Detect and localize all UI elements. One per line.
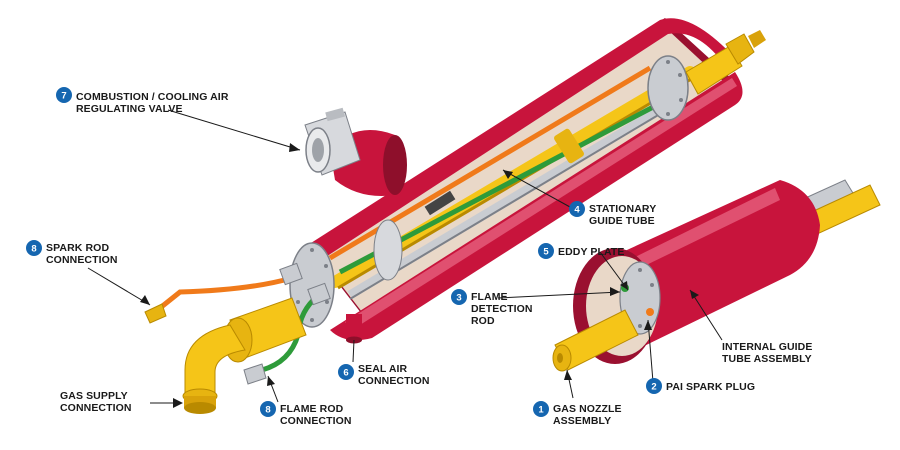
rear-flange: [647, 55, 689, 121]
callout-5-eddy-plate: 5 EDDY PLATE: [538, 243, 625, 259]
callout-1-gas-nozzle: 1 GAS NOZZLE ASSEMBLY: [533, 401, 622, 427]
steel-rod: [347, 94, 683, 299]
spark-rod-nut: [279, 262, 303, 286]
callout-label-line: GAS SUPPLY: [60, 390, 128, 402]
guide-bracket: [424, 190, 456, 216]
flame-rod-nut: [307, 282, 331, 306]
spark-rod-external: [157, 275, 295, 311]
callout-label-line: PAI SPARK PLUG: [666, 381, 755, 393]
guide-collar: [554, 128, 584, 164]
callout-label-line: FLAME: [471, 291, 508, 303]
guide-tube-top-edge: [300, 18, 735, 262]
callout-number: 4: [574, 205, 580, 216]
internal-guide-tube-assembly: [552, 179, 881, 372]
callout-label-line: COMBUSTION / COOLING AIR: [76, 91, 229, 103]
callout-2-pai-spark-plug: 2 PAI SPARK PLUG: [646, 378, 755, 394]
callout-label-line: FLAME ROD: [280, 403, 344, 415]
callout-label-line: DETECTION: [471, 303, 533, 315]
internal-support-plate: [373, 219, 403, 281]
callout-8-flame-rod: 8 FLAME ROD CONNECTION: [260, 401, 352, 427]
callout-number: 3: [456, 293, 461, 304]
callout-label-line: TUBE ASSEMBLY: [722, 353, 812, 365]
callout-badge: [646, 378, 662, 394]
seal-air-stub: [346, 314, 362, 344]
combustion-air-valve: [304, 107, 407, 196]
callout-number: 2: [651, 382, 656, 393]
callout-label-line: STATIONARY: [589, 203, 656, 215]
callout-label-line: EDDY PLATE: [558, 246, 625, 258]
callout-3-flame-detection-rod: 3 FLAME DETECTION ROD: [451, 289, 533, 327]
callout-label-line: ASSEMBLY: [553, 415, 611, 427]
callout-badge: [538, 243, 554, 259]
callout-number: 7: [61, 91, 66, 102]
callout-badge: [26, 240, 42, 256]
callout-label-line: REGULATING VALVE: [76, 103, 183, 115]
callout-gas-supply: GAS SUPPLY CONNECTION: [60, 390, 132, 414]
leader-lines: [87, 109, 723, 408]
stationary-guide-tube-assembly: [289, 18, 766, 344]
callout-badge: [569, 201, 585, 217]
callout-label-line: GUIDE TUBE: [589, 215, 655, 227]
callout-7-air-valve: 7 COMBUSTION / COOLING AIR REGULATING VA…: [56, 87, 229, 115]
callout-label-line: SEAL AIR: [358, 363, 408, 375]
callout-badge: [260, 401, 276, 417]
callout-label-line: CONNECTION: [280, 415, 352, 427]
front-flange: [289, 242, 335, 328]
callout-number: 5: [543, 247, 549, 258]
flame-rod-fitting: [243, 363, 267, 385]
rear-brass-fitting: [685, 30, 766, 95]
callout-label-line: SPARK ROD: [46, 242, 109, 254]
callout-internal-guide-tube: INTERNAL GUIDE TUBE ASSEMBLY: [722, 341, 812, 365]
callout-number: 8: [31, 244, 36, 255]
callout-badge: [56, 87, 72, 103]
callout-number: 1: [538, 405, 544, 416]
callout-badge: [338, 364, 354, 380]
callout-number: 6: [343, 368, 348, 379]
callout-badge: [451, 289, 467, 305]
callout-4-stationary-guide-tube: 4 STATIONARY GUIDE TUBE: [569, 201, 656, 227]
callout-badge: [533, 401, 549, 417]
steel-rod-edge: [349, 101, 681, 300]
callout-label-line: INTERNAL GUIDE: [722, 341, 812, 353]
callout-label-line: CONNECTION: [358, 375, 430, 387]
guide-tube-lower-highlight: [345, 78, 737, 330]
callout-label-line: ROD: [471, 315, 495, 327]
callout-6-seal-air: 6 SEAL AIR CONNECTION: [338, 363, 430, 387]
spark-rod-fitting: [144, 303, 167, 324]
callout-8-spark-rod: 8 SPARK ROD CONNECTION: [26, 240, 118, 266]
callout-label-line: CONNECTION: [60, 402, 132, 414]
gas-supply-elbow: [182, 297, 307, 414]
callout-label-line: GAS NOZZLE: [553, 403, 622, 415]
callout-label-line: CONNECTION: [46, 254, 118, 266]
callout-number: 8: [265, 405, 270, 416]
